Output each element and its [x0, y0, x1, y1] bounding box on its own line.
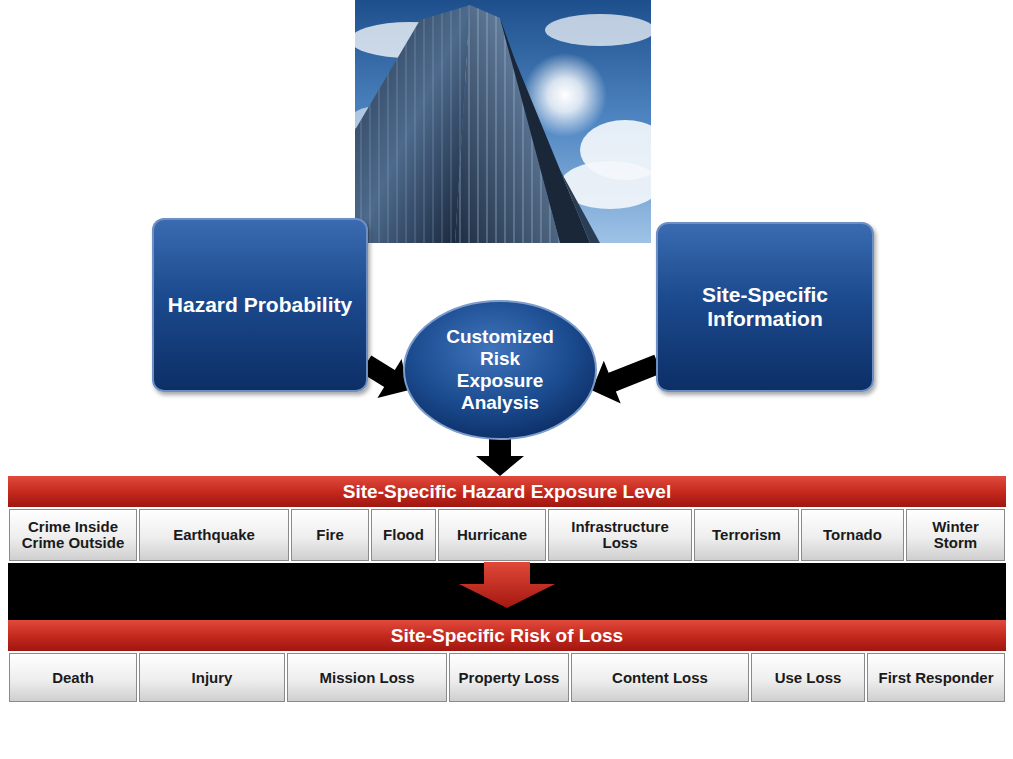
hazard-cell: Hurricane — [438, 509, 546, 561]
cell-label: Tornado — [820, 527, 885, 543]
hazard-cell: Fire — [291, 509, 369, 561]
cell-label: Winter Storm — [907, 519, 1004, 551]
loss-cell: Property Loss — [449, 653, 569, 702]
cell-label: First Responder — [875, 670, 996, 686]
cell-label: Fire — [313, 527, 347, 543]
hazard-cell: Winter Storm — [906, 509, 1005, 561]
block-arrow — [476, 439, 524, 476]
loss-cell: Content Loss — [571, 653, 749, 702]
cell-label: Property Loss — [456, 670, 563, 686]
loss-cell: Use Loss — [751, 653, 865, 702]
input-box: Hazard Probability — [152, 218, 368, 392]
cell-label: Mission Loss — [316, 670, 417, 686]
hazard-cell: Infrastructure Loss — [548, 509, 692, 561]
cell-label: Death — [49, 670, 97, 686]
hazard-cell: Earthquake — [139, 509, 289, 561]
hazard-panel: Site-Specific Hazard Exposure LevelCrime… — [8, 476, 1006, 562]
cell-label: Earthquake — [170, 527, 258, 543]
cell-label: Crime Outside — [19, 535, 128, 551]
cell-label: Flood — [380, 527, 427, 543]
hazard-cell: Crime InsideCrime Outside — [9, 509, 137, 561]
hazard-cell: Terrorism — [694, 509, 799, 561]
block-arrow — [592, 355, 662, 404]
cell-label: Terrorism — [709, 527, 784, 543]
panel-heading: Site-Specific Hazard Exposure Level — [343, 481, 671, 503]
node-label: Site-Specific Information — [658, 277, 872, 337]
hazard-cell: Flood — [371, 509, 436, 561]
node-label: Customized Risk Exposure Analysis — [441, 326, 559, 414]
cell-label: Injury — [189, 670, 236, 686]
hazard-cell: Tornado — [801, 509, 904, 561]
cell-label: Infrastructure Loss — [549, 519, 691, 551]
loss-panel: Site-Specific Risk of LossDeath Injury Mis… — [8, 620, 1006, 702]
input-box: Site-Specific Information — [656, 222, 874, 392]
block-arrow — [459, 562, 555, 608]
analysis-ellipse: Customized Risk Exposure Analysis — [402, 299, 598, 441]
cell-label: Crime Inside — [25, 519, 121, 535]
header-band: Site-Specific Hazard Exposure Level — [8, 476, 1006, 507]
loss-cell: First Responder — [867, 653, 1005, 702]
cell-label: Content Loss — [609, 670, 711, 686]
loss-cell: Mission Loss — [287, 653, 447, 702]
loss-cell: Injury — [139, 653, 285, 702]
cell-label: Hurricane — [454, 527, 530, 543]
cell-label: Use Loss — [772, 670, 845, 686]
loss-cell: Death — [9, 653, 137, 702]
node-label: Hazard Probability — [158, 287, 362, 323]
header-band: Site-Specific Risk of Loss — [8, 620, 1006, 651]
panel-heading: Site-Specific Risk of Loss — [391, 625, 623, 647]
